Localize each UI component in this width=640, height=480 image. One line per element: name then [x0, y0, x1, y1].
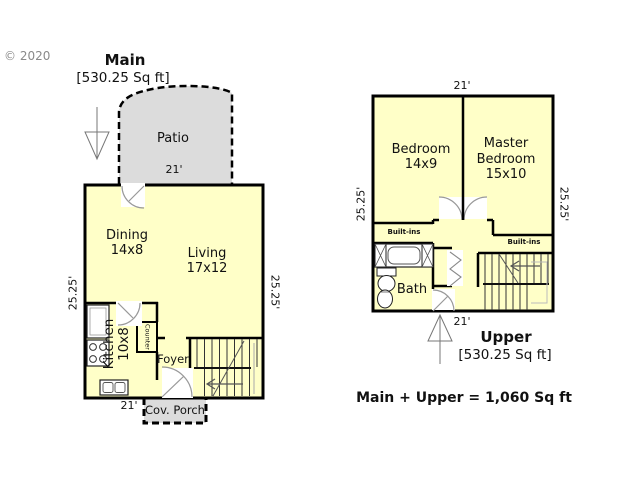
stairs-direction-arrow-icon — [509, 260, 540, 272]
room-label-kitchen: Kitchen 10x8 — [101, 318, 132, 370]
patio-dashed-outline — [117, 84, 234, 184]
main-plan-title: Main — [104, 51, 146, 69]
main-dim-bottom: 21' — [120, 399, 138, 412]
bath-door-arc — [432, 289, 455, 312]
patio-area — [119, 85, 232, 184]
kitchen-sink-icon — [99, 379, 129, 396]
main-dim-right: 25.25' — [268, 274, 282, 310]
room-label-foyer: Foyer — [157, 352, 189, 366]
patio-door-arc — [121, 185, 145, 209]
upper-plan-area: [530.25 Sq ft] — [458, 347, 552, 363]
room-label-bath: Bath — [396, 282, 428, 297]
upper-dim-right: 25.25' — [557, 186, 571, 222]
copyright-text: © 2020 — [4, 49, 51, 63]
total-area-text: Main + Upper = 1,060 Sq ft — [356, 390, 572, 406]
room-label-cov-porch: Cov. Porch — [145, 403, 205, 417]
north-arrow-down-icon — [84, 107, 110, 161]
room-label-builtins-left: Built-ins — [387, 228, 421, 236]
room-label-living: Living 17x12 — [186, 246, 228, 276]
room-label-patio: Patio — [157, 131, 189, 146]
stairs-direction-arrow-icon — [205, 378, 243, 390]
bathtub-icon — [374, 243, 434, 268]
main-stairs — [194, 339, 258, 397]
kitchen-counter-icon — [86, 304, 110, 339]
stove-icon — [86, 339, 110, 367]
upper-dim-bottom: 21' — [453, 315, 471, 328]
room-label-builtins-right: Built-ins — [507, 238, 541, 246]
main-dim-patio-width: 21' — [165, 163, 183, 176]
upper-plan-title: Upper — [480, 328, 532, 346]
counter-box — [136, 321, 158, 353]
porch-dashed-outline — [142, 398, 208, 425]
room-label-bedroom: Bedroom 14x9 — [391, 142, 451, 172]
main-floor-plan — [83, 84, 265, 425]
porch-area — [144, 398, 206, 423]
kitchen-door-arc — [117, 302, 141, 326]
upper-stairs — [483, 253, 549, 310]
main-dim-left: 25.25' — [66, 275, 80, 311]
counter-label: Counter — [143, 324, 152, 350]
main-interior-walls — [85, 301, 263, 380]
upper-dim-left: 25.25' — [354, 186, 368, 222]
front-door-arc — [161, 366, 193, 398]
upper-dim-top: 21' — [453, 79, 471, 92]
bath-sink-icon — [377, 289, 393, 309]
toilet-icon — [376, 267, 397, 292]
master-door-arc — [463, 196, 488, 221]
main-doors — [116, 183, 193, 398]
upper-floor-plan — [371, 94, 555, 364]
bedroom-door-arc — [438, 196, 463, 221]
main-plan-area: [530.25 Sq ft] — [76, 70, 170, 86]
room-label-master-bedroom: Master Bedroom 15x10 — [476, 136, 536, 182]
north-arrow-up-icon — [427, 313, 453, 364]
bifold-closet-door — [449, 251, 462, 287]
room-label-dining: Dining 14x8 — [106, 228, 148, 258]
main-house-walls — [83, 183, 265, 400]
